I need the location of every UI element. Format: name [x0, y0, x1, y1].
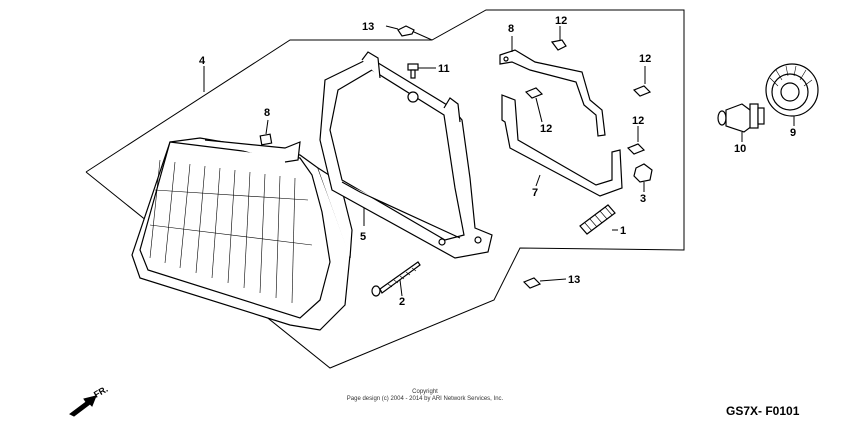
callout-11: 11 [438, 63, 450, 75]
callout-13a: 13 [362, 21, 374, 33]
copyright-notice: Copyright Page design (c) 2004 - 2014 by… [320, 389, 530, 403]
screw-12d[interactable] [626, 143, 646, 155]
callout-8a: 8 [264, 107, 270, 119]
callout-5: 5 [360, 231, 366, 243]
callout-1: 1 [620, 225, 626, 237]
screw-12c[interactable] [632, 85, 652, 97]
bracket-8[interactable] [499, 49, 606, 137]
callout-9: 9 [790, 127, 796, 139]
screw-12a[interactable] [550, 39, 567, 51]
headlight-unit[interactable] [131, 137, 353, 331]
adjust-screw-2[interactable] [371, 261, 421, 297]
callout-8b: 8 [508, 23, 514, 35]
headlight-case[interactable] [319, 51, 493, 259]
spring-1[interactable] [579, 204, 616, 235]
screw-11[interactable] [407, 63, 419, 79]
callout-4: 4 [199, 55, 206, 67]
bulb-10[interactable] [717, 103, 765, 133]
screw-13a[interactable] [397, 25, 415, 37]
callout-10: 10 [734, 143, 746, 155]
callout-12b: 12 [540, 123, 552, 135]
callout-12a: 12 [555, 15, 567, 27]
callout-12d: 12 [632, 115, 644, 127]
front-direction-arrow-icon [69, 395, 97, 417]
callout-2: 2 [399, 296, 405, 308]
dust-cover-9[interactable] [765, 63, 819, 117]
callout-12c: 12 [639, 53, 651, 65]
callout-13b: 13 [568, 274, 580, 286]
callout-3: 3 [640, 193, 646, 205]
copyright-line-1: Copyright [412, 389, 438, 395]
nut-3[interactable] [633, 163, 653, 183]
bracket-7[interactable] [501, 94, 623, 197]
copyright-line-2: Page design (c) 2004 - 2014 by ARI Netwo… [346, 396, 504, 402]
front-direction-label: FR. [92, 384, 110, 400]
screw-13b[interactable] [522, 277, 542, 289]
screw-12b[interactable] [524, 87, 544, 99]
nut-8a[interactable] [259, 133, 273, 146]
callout-7: 7 [532, 187, 538, 199]
diagram-code: GS7X- F0101 [726, 404, 800, 418]
